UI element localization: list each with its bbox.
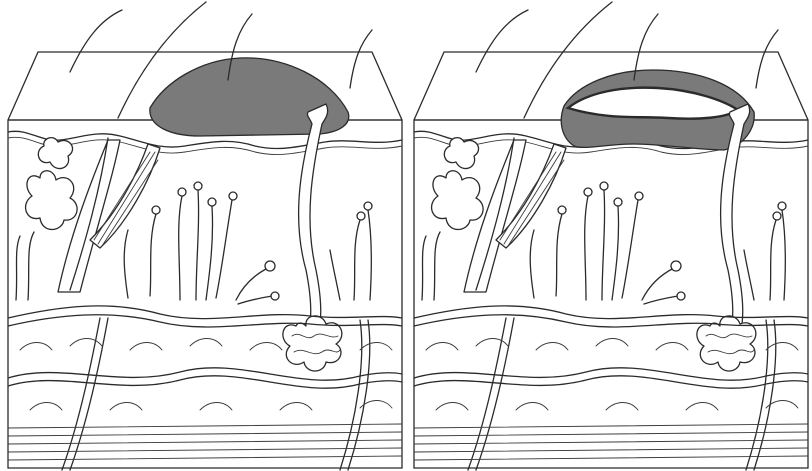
deep-vessel-2 [414,376,808,388]
deep-vessel [414,368,808,380]
vertical-vessel-right [340,320,370,470]
right-skin-diagram [408,0,812,471]
sebaceous-gland [432,171,484,230]
skin-block-outline [414,120,808,468]
left-skin-diagram [0,0,404,471]
sweat-duct [299,104,328,334]
deep-vessel-2 [8,376,402,388]
skin-block-outline [8,120,402,468]
sebaceous-gland [26,171,78,230]
vertical-vessel [468,318,514,470]
sebaceous-gland-upper [38,138,72,169]
dermal-vessel-plexus-2 [8,315,402,327]
deep-vessel [8,368,402,380]
sebaceous-gland-upper [444,138,478,169]
dermal-vessel-plexus-2 [414,315,808,327]
vertical-vessel [62,318,108,470]
